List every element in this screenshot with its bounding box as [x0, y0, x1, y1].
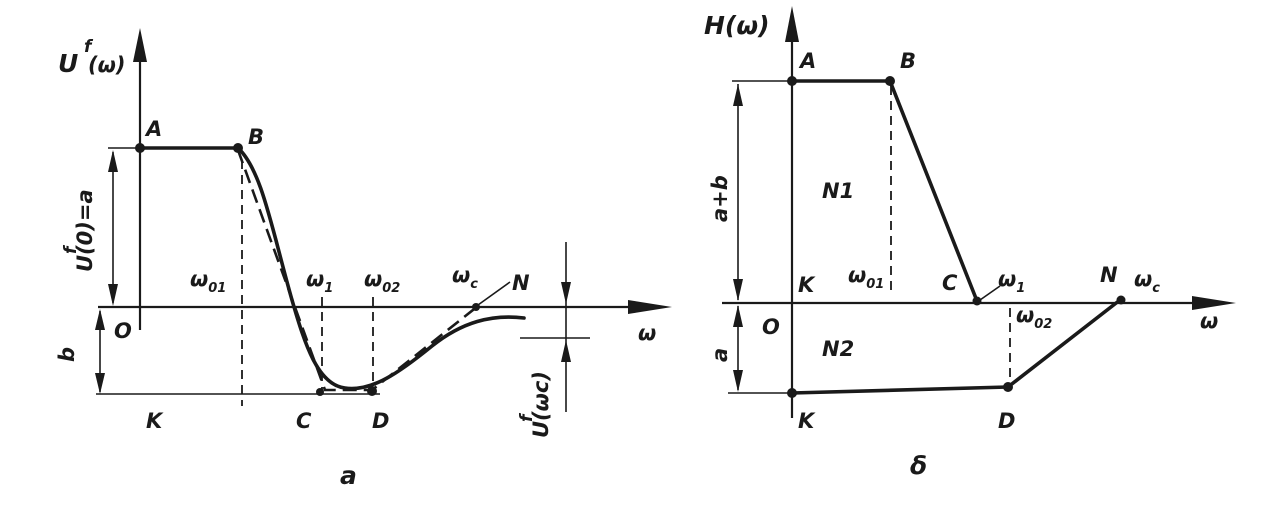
- b-dim-a-arrow-bot: [733, 370, 743, 392]
- b-y-axis-arrow: [785, 6, 799, 42]
- a-axis-y-label: U: [58, 49, 78, 78]
- a-dim-right-arrow-bot: [561, 340, 571, 362]
- panel-b: H(ω) ω A B C D K K N O N1 N2 ω01 ω1 ω02 …: [704, 6, 1236, 480]
- a-omega02: ω02: [364, 267, 400, 296]
- b-axis-y-label: H(ω): [704, 11, 770, 40]
- a-point-B: [233, 143, 243, 153]
- b-label-K-bottom: K: [798, 409, 816, 433]
- b-point-A: [787, 76, 797, 86]
- a-axis-y-arg: (ω): [88, 53, 125, 77]
- a-dim-b-arrow-bot: [95, 373, 105, 394]
- b-caption: δ: [910, 451, 927, 480]
- b-point-B: [885, 76, 895, 86]
- a-label-B: B: [248, 125, 264, 149]
- b-label-N: N: [1100, 263, 1118, 287]
- b-omega1: ω1: [998, 267, 1025, 296]
- b-omega1-leader: [979, 285, 1001, 301]
- b-label-A: A: [798, 49, 816, 73]
- b-point-C: [972, 296, 982, 306]
- b-x-axis-arrow: [1192, 296, 1236, 310]
- b-label-origin: O: [762, 315, 780, 339]
- a-trapezoid-approx: [236, 149, 479, 392]
- b-point-K: [787, 388, 797, 398]
- b-region-N2: N2: [822, 337, 854, 361]
- b-point-N: [1116, 295, 1126, 305]
- a-label-D: D: [372, 409, 389, 433]
- b-dim-ab-arrow-top: [733, 84, 743, 106]
- a-point-A: [135, 143, 145, 153]
- a-caption: a: [340, 461, 357, 490]
- b-label-C: C: [942, 271, 958, 295]
- b-segment-DN: [1006, 298, 1122, 389]
- a-y-axis-arrow: [133, 28, 147, 62]
- a-label-N: N: [512, 271, 530, 295]
- a-label-A: A: [144, 117, 162, 141]
- a-point-C: [316, 388, 324, 396]
- b-segment-KD: [790, 385, 1010, 395]
- a-left-dim-b: b: [55, 347, 79, 362]
- b-point-D: [1003, 382, 1013, 392]
- b-label-D: D: [998, 409, 1015, 433]
- a-label-C: C: [296, 409, 312, 433]
- a-right-dim-label: U(ωc): [529, 371, 553, 438]
- a-left-dim-sup: f: [61, 244, 81, 254]
- b-omega01: ω01: [848, 263, 884, 292]
- a-dim-b-arrow-top: [95, 309, 105, 330]
- a-label-origin: O: [114, 319, 132, 343]
- a-dim-a-arrow-bot: [108, 284, 118, 306]
- a-axis-x-label: ω: [638, 321, 656, 345]
- b-dim-lower: a: [708, 348, 732, 362]
- a-omega01: ω01: [190, 267, 226, 296]
- a-x-axis-arrow: [628, 300, 672, 314]
- a-point-D: [367, 386, 377, 396]
- b-dim-ab-arrow-bot: [733, 279, 743, 301]
- a-dim-a-arrow-top: [108, 150, 118, 172]
- b-axis-x-label: ω: [1200, 309, 1218, 333]
- b-label-B: B: [900, 49, 916, 73]
- b-dim-upper: a+b: [708, 175, 732, 222]
- a-left-dim-label: U(0)=a: [73, 189, 97, 272]
- panel-a: U f (ω) ω A B C D K N O ω01 ω1 ω02 ωc U(…: [55, 28, 672, 490]
- a-N-leader: [477, 281, 511, 306]
- b-omegac: ωc: [1134, 267, 1160, 296]
- a-omegac: ωc: [452, 263, 478, 292]
- a-dim-right-arrow-top: [561, 282, 571, 304]
- b-region-N1: N1: [822, 179, 854, 203]
- b-dim-a-arrow-top: [733, 305, 743, 327]
- b-label-K-top: K: [798, 273, 816, 297]
- a-right-dim-sup: f: [517, 412, 537, 422]
- a-omega1: ω1: [306, 267, 333, 296]
- a-label-K: K: [146, 409, 164, 433]
- b-segment-BC: [888, 79, 979, 303]
- a-smooth-curve: [236, 146, 526, 391]
- b-omega02: ω02: [1016, 303, 1052, 332]
- a-axis-y-sup: f: [84, 37, 94, 57]
